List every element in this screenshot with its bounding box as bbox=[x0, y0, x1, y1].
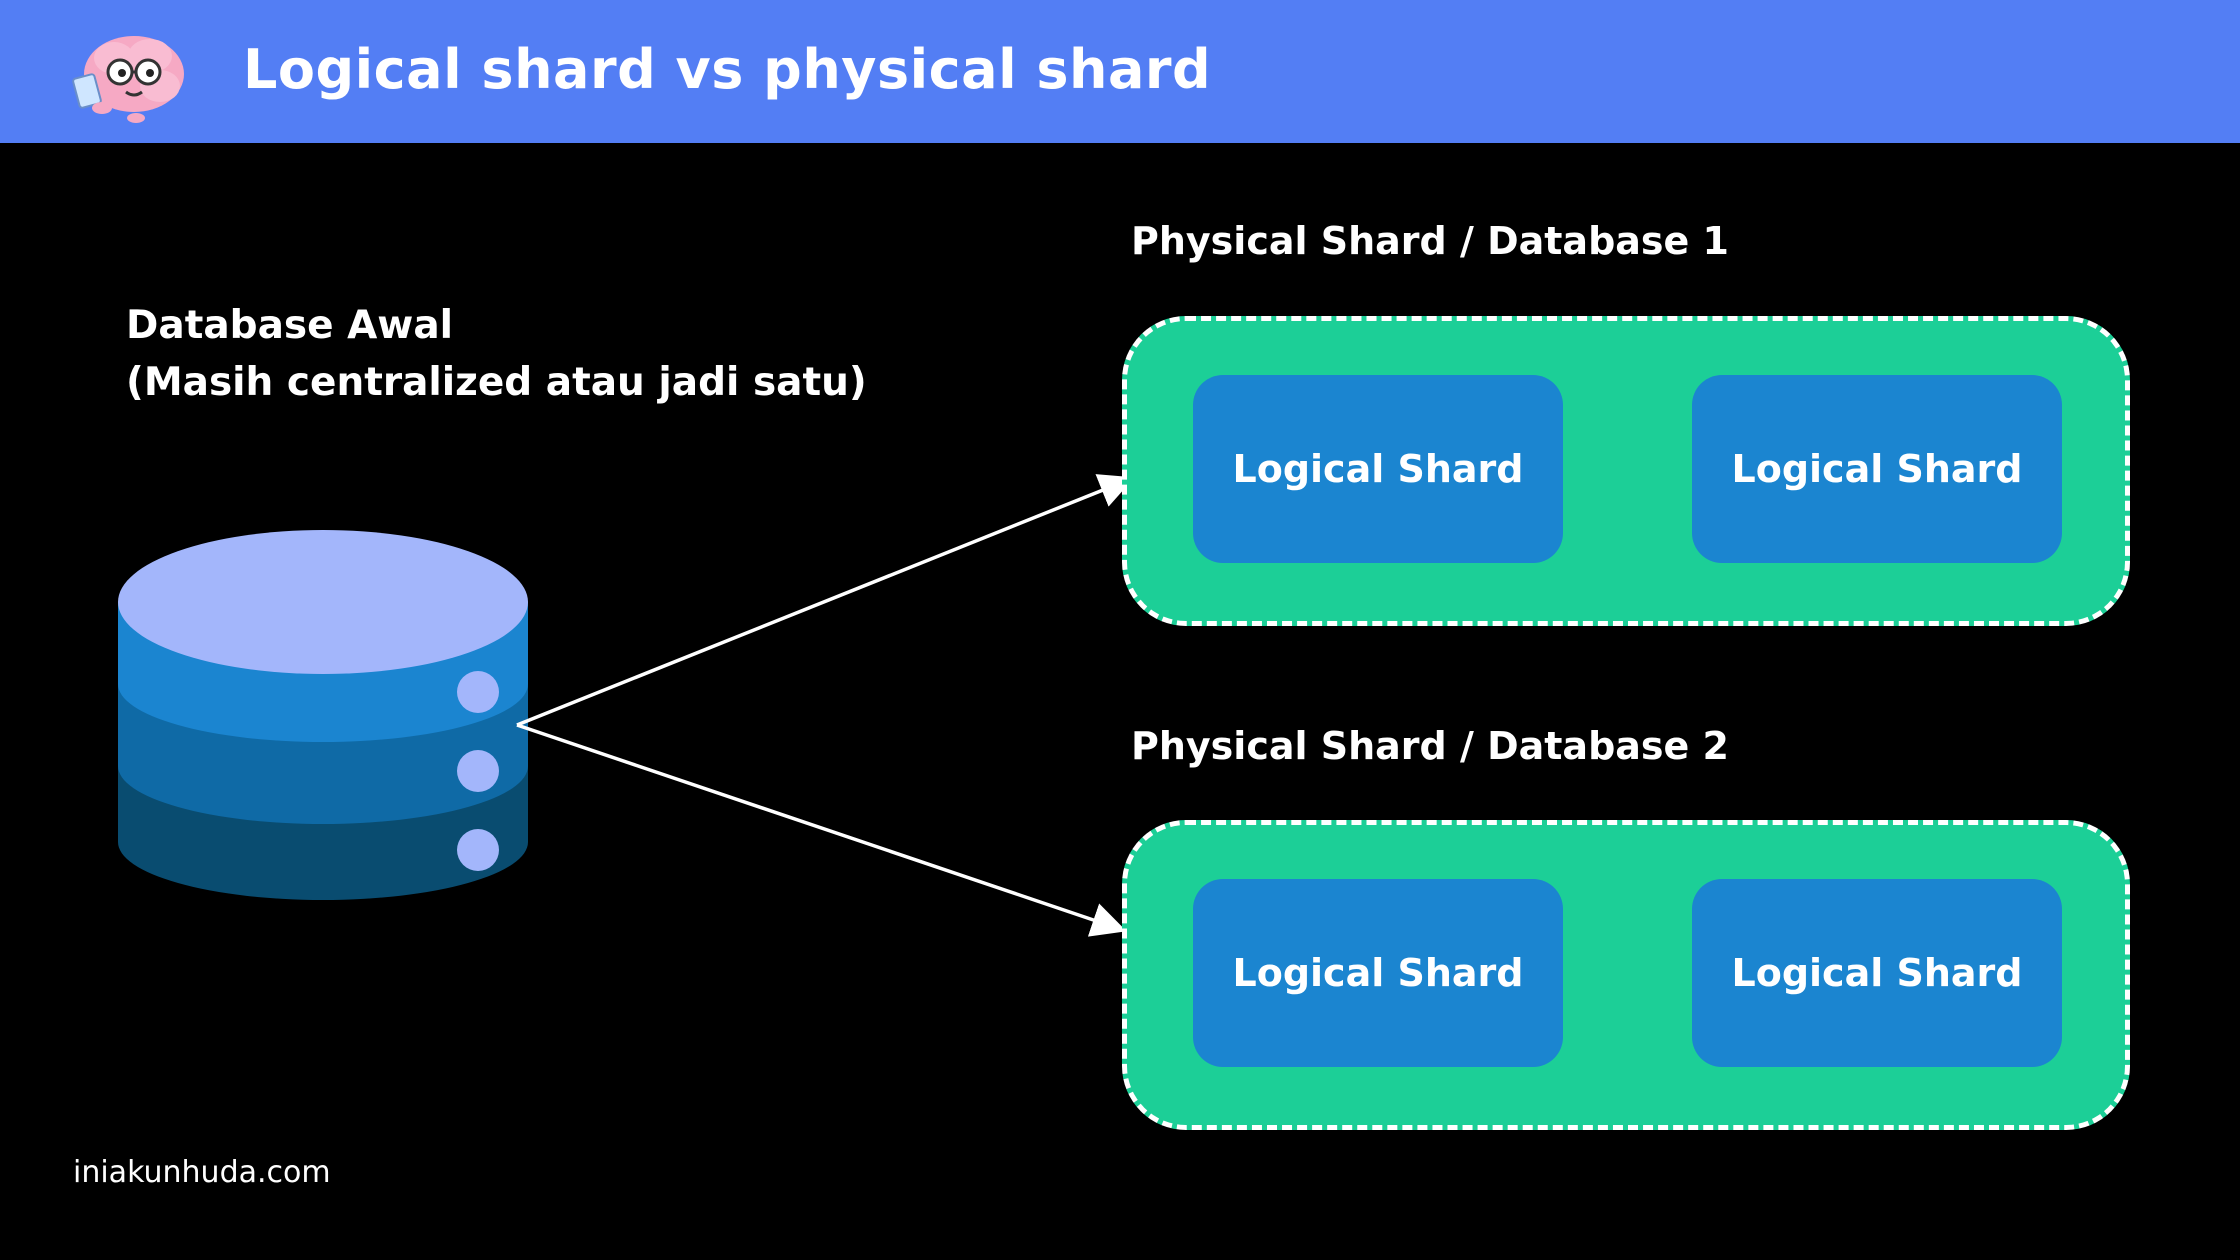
db-indicator-1 bbox=[457, 671, 499, 713]
arrow-to-shard-1 bbox=[516, 474, 1135, 727]
physical-shard-1-title: Physical Shard / Database 1 bbox=[1131, 219, 1729, 263]
arrow-to-shard-2 bbox=[516, 723, 1127, 937]
source-db-label-line2: (Masih centralized atau jadi satu) bbox=[126, 360, 867, 405]
physical-shard-1-box: Logical Shard Logical Shard bbox=[1122, 316, 2130, 626]
brain-mascot-icon bbox=[72, 36, 184, 123]
logical-shard-1b: Logical Shard bbox=[1692, 375, 2062, 563]
header-bar: Logical shard vs physical shard bbox=[0, 0, 2240, 143]
logical-shard-1a: Logical Shard bbox=[1193, 375, 1563, 563]
page-title: Logical shard vs physical shard bbox=[243, 38, 1212, 101]
db-indicator-3 bbox=[457, 829, 499, 871]
physical-shard-2-title: Physical Shard / Database 2 bbox=[1131, 724, 1729, 768]
physical-shard-2-box: Logical Shard Logical Shard bbox=[1122, 820, 2130, 1130]
database-icon bbox=[118, 530, 528, 900]
db-indicator-2 bbox=[457, 750, 499, 792]
footer-credit: iniakunhuda.com bbox=[73, 1155, 331, 1190]
logical-shard-2b: Logical Shard bbox=[1692, 879, 2062, 1067]
logical-shard-2a: Logical Shard bbox=[1193, 879, 1563, 1067]
source-db-label-line1: Database Awal bbox=[126, 303, 454, 348]
source-db-label: Database Awal (Masih centralized atau ja… bbox=[126, 297, 867, 411]
